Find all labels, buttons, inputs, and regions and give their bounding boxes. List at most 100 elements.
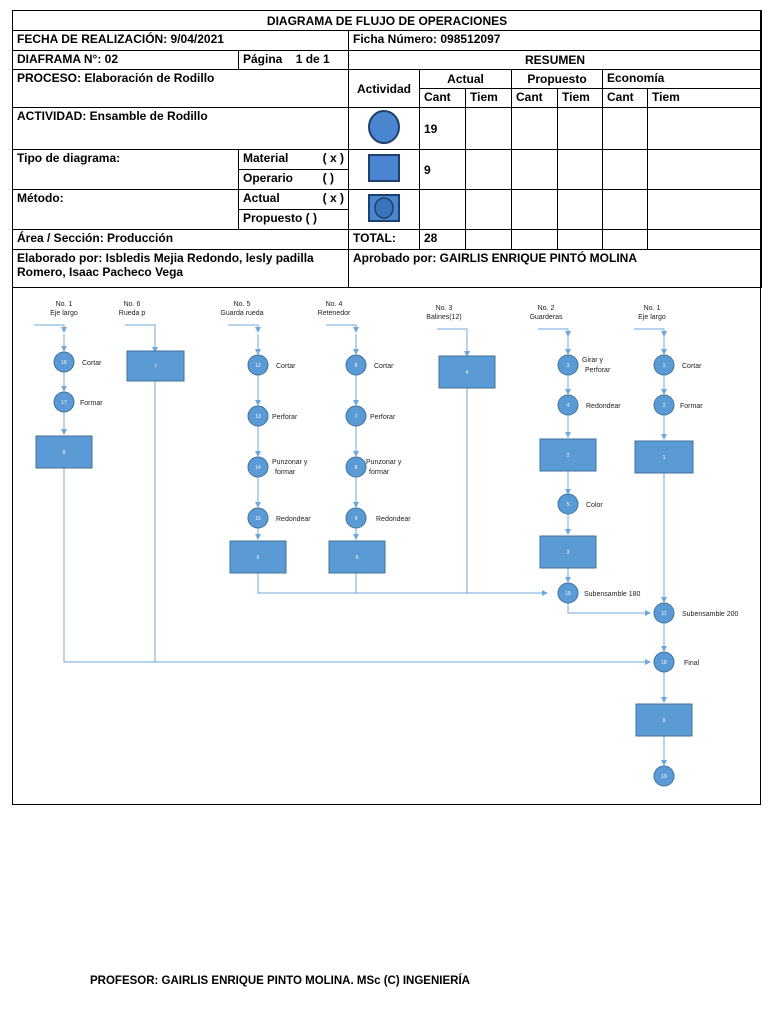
- operation-number: 5: [567, 502, 570, 508]
- operation-number: 18: [661, 660, 667, 666]
- operation-node-icon: [557, 493, 579, 515]
- inspection-number: 5: [356, 555, 359, 561]
- operation-label: Subensamble 200: [682, 611, 739, 618]
- lane-label-part: Balines(12): [426, 314, 461, 321]
- tiem-header-economia: Tiem: [646, 88, 763, 108]
- inspection-node-icon: [229, 540, 287, 574]
- operation-node-icon: [557, 354, 579, 376]
- inspection-node-icon: [539, 535, 597, 569]
- inspection-number: 6: [257, 555, 260, 561]
- proceso-cell: PROCESO: Elaboración de Rodillo: [12, 69, 349, 108]
- operation-label: Punzonar y: [366, 459, 402, 466]
- operation-node-icon: [247, 405, 269, 427]
- inspection-number: 3: [567, 550, 570, 556]
- operation-label: Redondear: [376, 516, 411, 523]
- cant-header-actual: Cant: [419, 88, 466, 108]
- operation-label: Cortar: [82, 360, 102, 367]
- operation-number: 17: [61, 400, 67, 406]
- cant-header-economia: Cant: [602, 88, 648, 108]
- operation-node-icon: [557, 582, 579, 604]
- operation-label: Formar: [680, 403, 703, 410]
- flow-line: [326, 324, 359, 333]
- flow-line: [228, 324, 261, 333]
- operation-number: 2: [663, 403, 666, 409]
- flow-line: [125, 324, 158, 353]
- operation-number: 8: [355, 465, 358, 471]
- operation-node-icon: [247, 354, 269, 376]
- metodo-actual-label: Actual: [243, 191, 280, 205]
- metodo-propuesto-cell: Propuesto ( ): [238, 209, 349, 230]
- diagram-title: DIAGRAMA DE FLUJO DE OPERACIONES: [11, 10, 763, 31]
- operation-number: 7: [355, 414, 358, 420]
- pagina-cell: Página 1 de 1: [238, 50, 349, 70]
- operation-circle-icon: [368, 110, 400, 144]
- lane-label-part: Retenedor: [318, 310, 351, 317]
- operation-node-icon: [345, 456, 367, 478]
- flow-line: [257, 573, 548, 596]
- metodo-actual-cell: Actual( x ): [238, 189, 349, 210]
- total-label: TOTAL:: [348, 229, 420, 250]
- operation-node-icon: [557, 394, 579, 416]
- operation-node-icon: [653, 602, 675, 624]
- operation-label: Subensamble 180: [584, 591, 641, 598]
- operario-label: Operario: [243, 171, 294, 185]
- operation-number: 19: [661, 774, 667, 780]
- inspection-number: 1: [663, 455, 666, 461]
- operation-node-icon: [653, 765, 675, 787]
- combined-symbol-cell: [348, 189, 420, 230]
- ficha-cell: Ficha Número: 098512097: [347, 30, 763, 51]
- operation-node-icon: [53, 351, 75, 373]
- propuesto-header: Propuesto: [511, 69, 603, 89]
- operation-label-line2: formar: [369, 469, 390, 476]
- inspection-node-icon: [539, 438, 597, 472]
- lane-label-number: No. 5: [234, 301, 251, 308]
- area-cell: Área / Sección: Producción: [12, 229, 349, 250]
- operation-number: 4: [567, 403, 570, 409]
- header-table: DIAGRAMA DE FLUJO DE OPERACIONES FECHA D…: [11, 10, 763, 288]
- operation-node-icon: [345, 354, 367, 376]
- operation-number: 11: [661, 611, 666, 617]
- flow-line: [437, 328, 470, 357]
- lane-label-number: No. 1: [644, 305, 661, 312]
- operation-number: 16: [61, 360, 67, 366]
- elaborado-cell: Elaborado por: Isbledis Mejia Redondo, l…: [12, 249, 349, 288]
- operation-number: 9: [355, 516, 358, 522]
- pagina-label: Página: [243, 52, 283, 66]
- operation-number: 13: [255, 414, 261, 420]
- operation-node-icon: [247, 456, 269, 478]
- tiem-header-actual: Tiem: [465, 88, 512, 108]
- count-operacion: 19: [419, 107, 466, 150]
- flow-line: [63, 468, 651, 665]
- lane-label-part: Rueda p: [119, 310, 146, 317]
- aprobado-cell: Aprobado por: GAIRLIS ENRIQUE PINTÓ MOLI…: [347, 249, 763, 288]
- actividad-col-header: Actividad: [348, 69, 420, 108]
- lane-label-number: No. 4: [326, 301, 343, 308]
- operation-number: 1: [663, 363, 666, 369]
- operation-label: Punzonar y: [272, 459, 308, 466]
- cant-header-propuesto: Cant: [511, 88, 558, 108]
- lane-label-part: Guarderas: [529, 314, 563, 321]
- operation-node-icon: [247, 507, 269, 529]
- combined-activity-icon: [368, 194, 400, 222]
- lane-label-part: Eje largo: [638, 314, 666, 321]
- operation-node-icon: [653, 354, 675, 376]
- inspection-number: 4: [466, 370, 469, 376]
- operation-label: Color: [586, 502, 603, 509]
- operation-label: Redondear: [276, 516, 311, 523]
- lane-label-part: Eje largo: [50, 310, 78, 317]
- operation-number: 14: [255, 465, 261, 471]
- inspection-number: 2: [567, 453, 570, 459]
- lane-label-number: No. 1: [56, 301, 73, 308]
- pagina-value: 1 de 1: [295, 52, 330, 66]
- material-cell: Material( x ): [238, 149, 349, 170]
- operation-node-icon: [345, 405, 367, 427]
- operation-label: Final: [684, 660, 700, 667]
- material-mark: ( x ): [322, 151, 344, 165]
- actual-header: Actual: [419, 69, 512, 89]
- inspection-number: 8: [63, 450, 66, 456]
- tipo-diagrama-cell: Tipo de diagrama:: [12, 149, 239, 190]
- operario-mark: ( ): [322, 171, 334, 185]
- flow-line: [567, 603, 651, 616]
- lane-label-number: No. 2: [538, 305, 555, 312]
